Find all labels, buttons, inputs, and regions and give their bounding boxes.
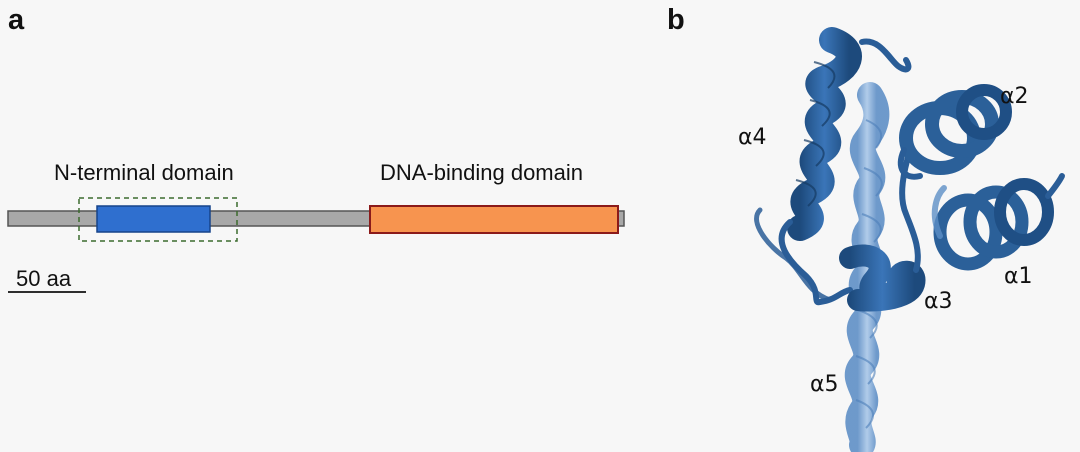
helix-a2 bbox=[897, 84, 1012, 180]
domain-map bbox=[7, 197, 625, 293]
scale-bar-label: 50 aa bbox=[16, 266, 72, 291]
protein-structure bbox=[754, 27, 1065, 452]
helix-a1-label: α1 bbox=[1004, 264, 1033, 289]
n-terminal-domain-label: N-terminal domain bbox=[54, 160, 234, 185]
n-terminal-highlight-box bbox=[78, 197, 238, 242]
helix-a5-label: α5 bbox=[810, 372, 839, 397]
loop-a4-a3-lower bbox=[754, 207, 833, 303]
helix-a1 bbox=[931, 173, 1065, 271]
dna-binding-domain-block bbox=[369, 205, 619, 234]
helix-a3 bbox=[839, 147, 926, 312]
panel-label-a: a bbox=[8, 4, 25, 36]
helix-a4-label: α4 bbox=[738, 125, 767, 150]
dna-binding-domain-label: DNA-binding domain bbox=[380, 160, 583, 185]
helix-a3-label: α3 bbox=[924, 289, 953, 314]
helix-a2-label: α2 bbox=[1000, 84, 1029, 109]
n-terminal-domain-block bbox=[96, 205, 211, 233]
helix-a4 bbox=[787, 27, 912, 241]
panel-label-b: b bbox=[667, 4, 685, 36]
